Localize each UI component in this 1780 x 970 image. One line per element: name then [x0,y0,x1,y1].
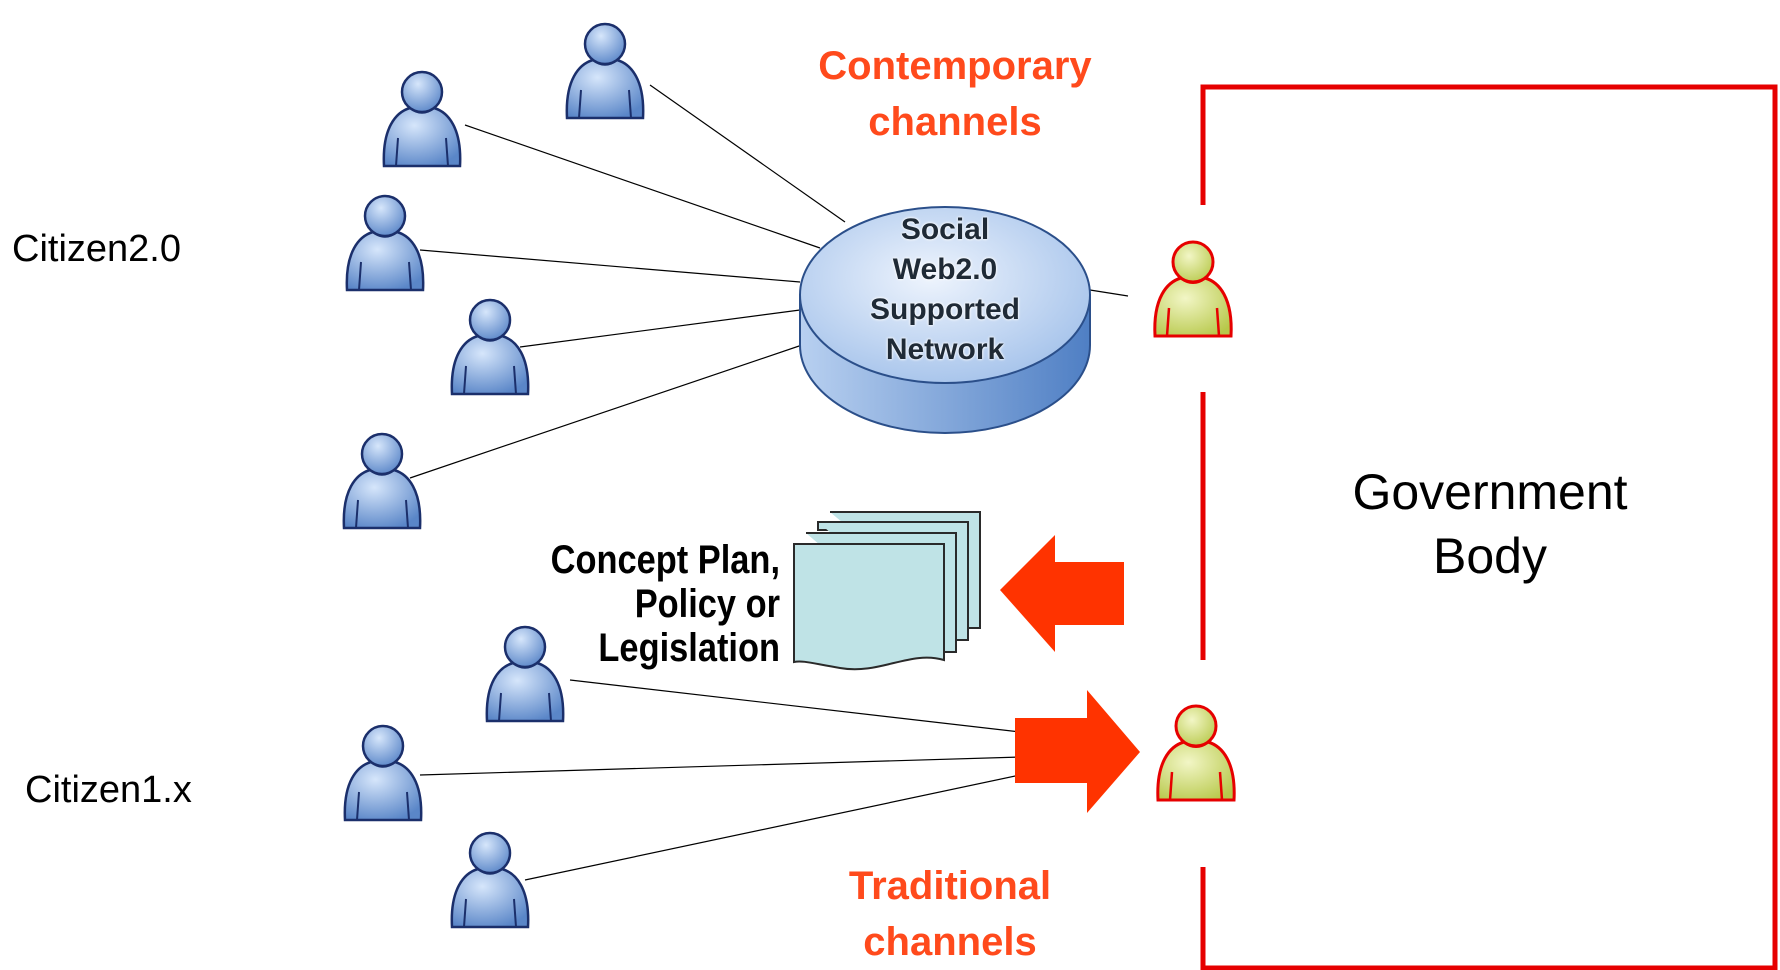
government-line-2: Body [1433,528,1547,584]
traditional-line-1: Traditional [848,864,1052,908]
document-line-3: Legislation [598,626,780,670]
contemporary-channels-label: Contemporary channels [790,38,1120,150]
network-line-1: Social [900,213,990,246]
official-person-icon-1 [1153,240,1233,338]
social-network-disc [799,206,1091,434]
traditional-connections [419,679,1021,881]
network-line-3: Supported [870,293,1020,326]
traditional-arrow-right-icon [1015,690,1140,813]
government-body-border [1200,84,1778,970]
citizen1-label: Citizen1.x [25,769,192,811]
document-stack-icon [793,511,981,671]
citizen2-person-icon-4 [450,298,530,396]
document-line-1: Concept Plan, [550,538,780,582]
traditional-channels-label: Traditional channels [800,858,1100,970]
government-body-label: Government Body [1290,460,1690,588]
contemporary-connections [409,84,1129,479]
document-line-2: Policy or [634,582,780,626]
document-label: Concept Plan, Policy or Legislation [513,538,780,670]
citizen1-person-icon-2 [343,724,423,822]
traditional-line-2: channels [863,920,1037,964]
citizen1-person-icon-3 [450,831,530,929]
network-line-4: Network [885,333,1005,366]
policy-arrow-left-icon [1000,535,1124,652]
citizen2-person-icon-3 [345,194,425,292]
network-label: Social Web2.0 Supported Network [845,210,1045,370]
citizen2-person-icon-5 [342,432,422,530]
network-line-2: Web2.0 [892,253,998,286]
official-person-icon-2 [1156,704,1236,802]
citizen2-person-icon-1 [565,22,645,120]
contemporary-line-2: channels [868,100,1042,144]
government-line-1: Government [1352,464,1628,520]
citizen2-label: Citizen2.0 [12,228,181,270]
contemporary-line-1: Contemporary [818,44,1092,88]
citizen2-person-icon-2 [382,70,462,168]
